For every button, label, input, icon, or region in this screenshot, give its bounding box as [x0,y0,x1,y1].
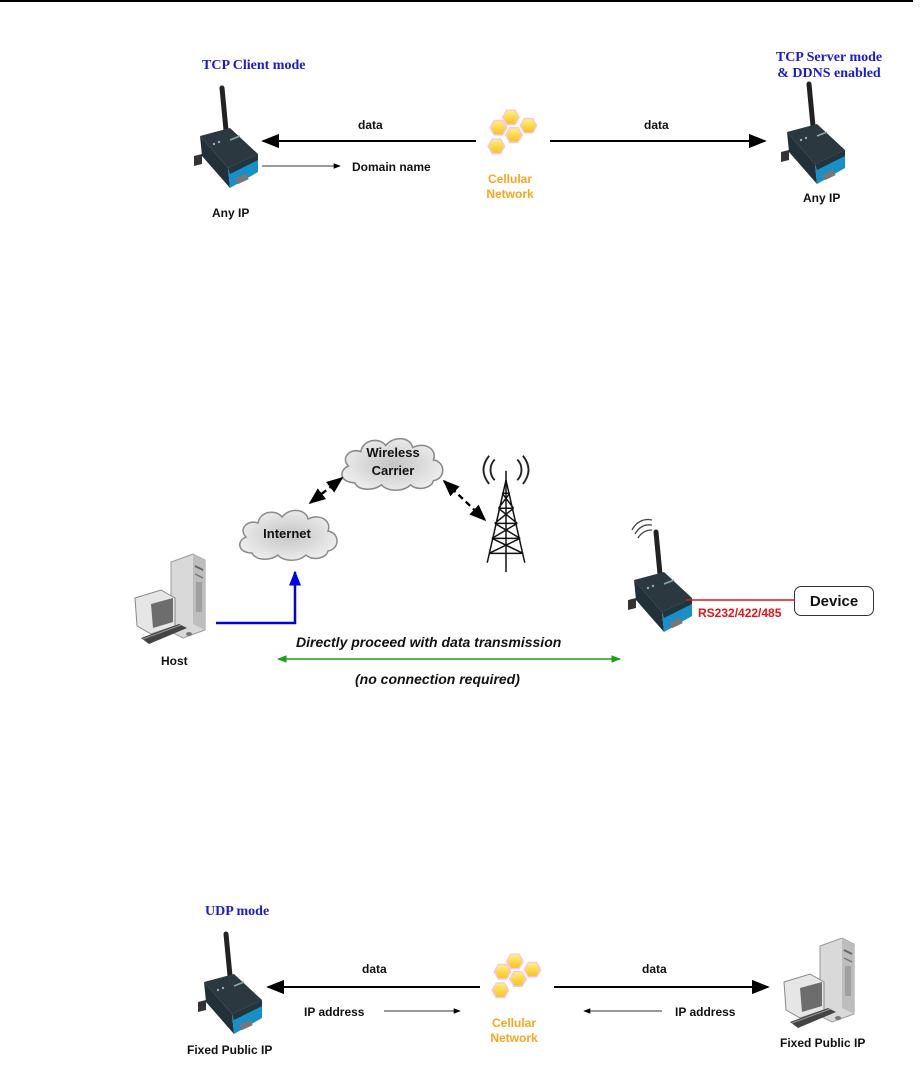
udp-left-data-label: data [362,962,387,976]
host-computer-icon [130,552,222,652]
wireless-carrier-label: Wireless Carrier [336,444,450,480]
udp-server-computer-icon [780,936,870,1036]
udp-right-ip-label: IP address [675,1005,736,1019]
udp-mode-title: UDP mode [205,904,270,919]
client-ip-label: Any IP [212,206,250,220]
server-data-label: data [644,118,669,132]
cell-tower-icon [476,452,536,574]
internet-label: Internet [263,526,311,541]
tcp-server-title: TCP Server mode & DDNS enabled [770,50,888,82]
gateway-icon [626,528,696,638]
tcp-server-title-line2: & DDNS enabled [777,66,881,81]
udp-network-line1: Cellular [491,1016,536,1030]
transmission-label: Directly proceed with data transmission [296,634,562,650]
tcp-client-title: TCP Client mode [202,58,306,73]
tcp-server-title-line1: TCP Server mode [775,50,883,65]
wireless-signal-icon [631,518,653,539]
cellular-network-label: Cellular Network [477,172,543,202]
carrier-label-line1: Wireless [366,445,420,460]
udp-cellular-network-icon [488,952,550,1006]
client-data-label: data [358,118,383,132]
udp-gateway-icon [196,930,266,1040]
udp-network-line2: Network [490,1031,538,1045]
udp-left-fixed-ip-label: Fixed Public IP [187,1043,273,1057]
top-rule [0,0,913,2]
udp-left-ip-label: IP address [304,1005,365,1019]
network-label-line1: Cellular [487,172,532,186]
udp-right-fixed-ip-label: Fixed Public IP [780,1036,866,1050]
cellular-network-icon [484,108,546,162]
no-connection-note: (no connection required) [355,671,520,687]
carrier-label-line2: Carrier [371,463,415,478]
device-box: Device [794,586,874,616]
domain-name-label: Domain name [352,160,431,174]
host-internet-link [216,570,301,625]
udp-right-data-label: data [642,962,667,976]
serial-interface-label: RS232/422/485 [698,606,782,620]
server-gateway-icon [779,80,849,190]
udp-cellular-network-label: Cellular Network [481,1016,547,1046]
server-ip-label: Any IP [803,191,841,205]
client-gateway-icon [192,84,262,194]
network-label-line2: Network [486,187,534,201]
host-label: Host [161,654,188,668]
